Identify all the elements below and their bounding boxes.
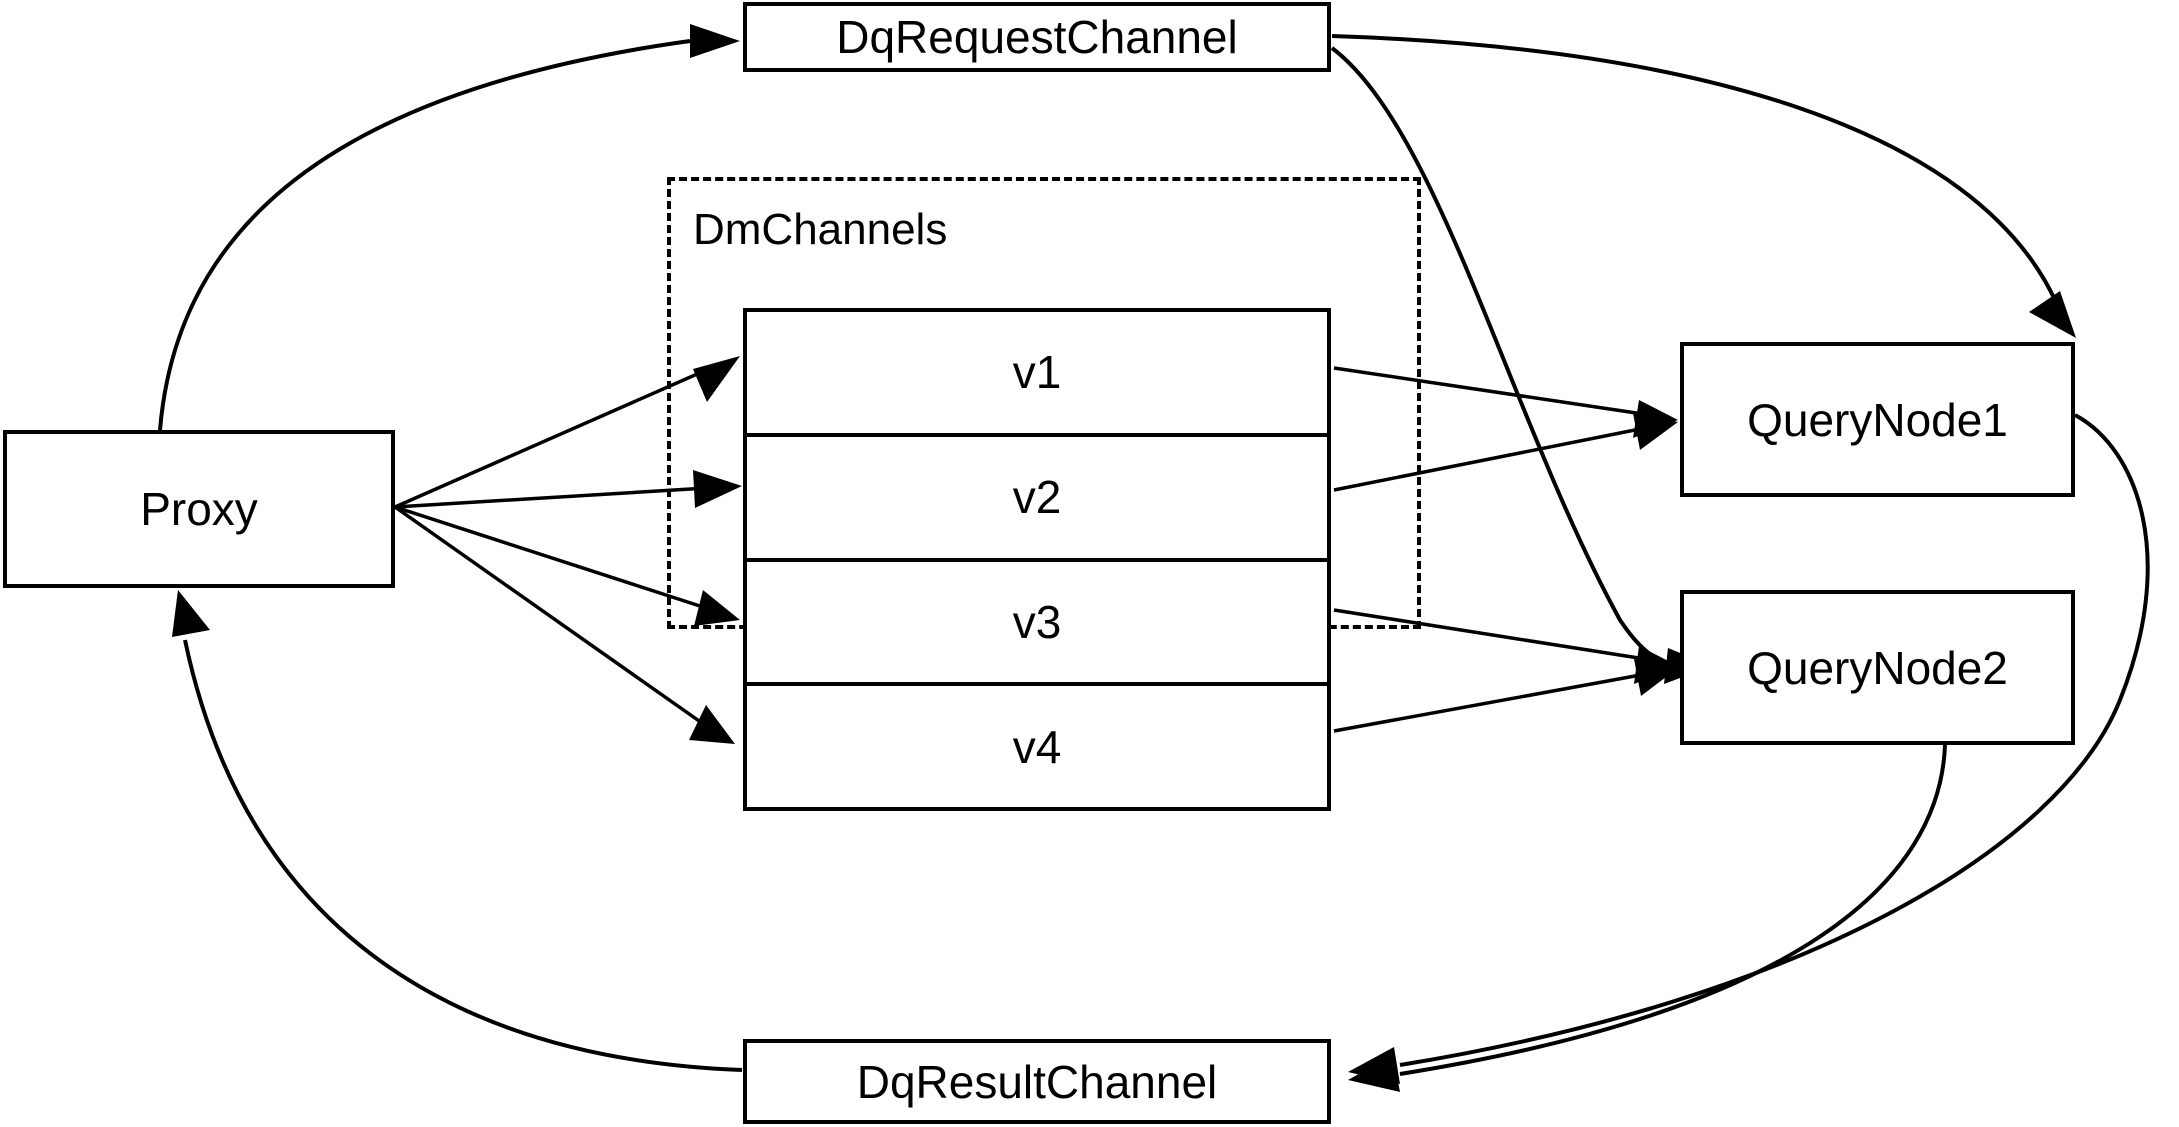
channel-row-v2[interactable]: v2 [747,436,1327,562]
edge-proxy-to-dqrequestchannel [158,24,740,431]
dmchannels-group-title: DmChannels [693,205,948,254]
edge-proxy-to-v4 [393,505,735,744]
edge-proxy-to-v2 [394,470,742,509]
channel-row-label: v4 [1012,720,1062,773]
node-querynode2[interactable]: QueryNode2 [1680,590,2075,745]
node-proxy-label: Proxy [140,483,258,535]
node-dqresultchannel[interactable]: DqResultChannel [743,1039,1331,1124]
edge-proxy-to-v3 [394,505,740,626]
channel-row-label: v2 [1012,471,1062,524]
node-proxy[interactable]: Proxy [3,430,395,588]
channel-row-v4[interactable]: v4 [747,686,1327,807]
dmchannels-table: v1 v2 v3 v4 [743,308,1331,811]
edge-v2-to-querynode1 [1333,413,1678,492]
channel-row-label: v1 [1012,346,1062,399]
edge-dqresultchannel-to-proxy [172,590,743,1072]
edge-dqrequestchannel-to-querynode1 [1331,34,2076,338]
node-querynode2-label: QueryNode2 [1747,641,2008,694]
edge-querynode2-to-dqresultchannel [1348,744,1947,1092]
node-querynode1[interactable]: QueryNode1 [1680,342,2075,497]
node-dqrequestchannel-label: DqRequestChannel [836,11,1238,63]
channel-row-label: v3 [1012,595,1062,648]
node-dqrequestchannel[interactable]: DqRequestChannel [743,2,1331,72]
node-querynode1-label: QueryNode1 [1747,393,2008,446]
channel-row-v3[interactable]: v3 [747,561,1327,687]
channel-row-v1[interactable]: v1 [747,312,1327,437]
edge-v4-to-querynode2 [1333,659,1678,733]
edge-proxy-to-v1 [394,356,740,509]
node-dqresultchannel-label: DqResultChannel [856,1055,1218,1108]
edge-querynode1-to-dqresultchannel [1348,413,2150,1084]
